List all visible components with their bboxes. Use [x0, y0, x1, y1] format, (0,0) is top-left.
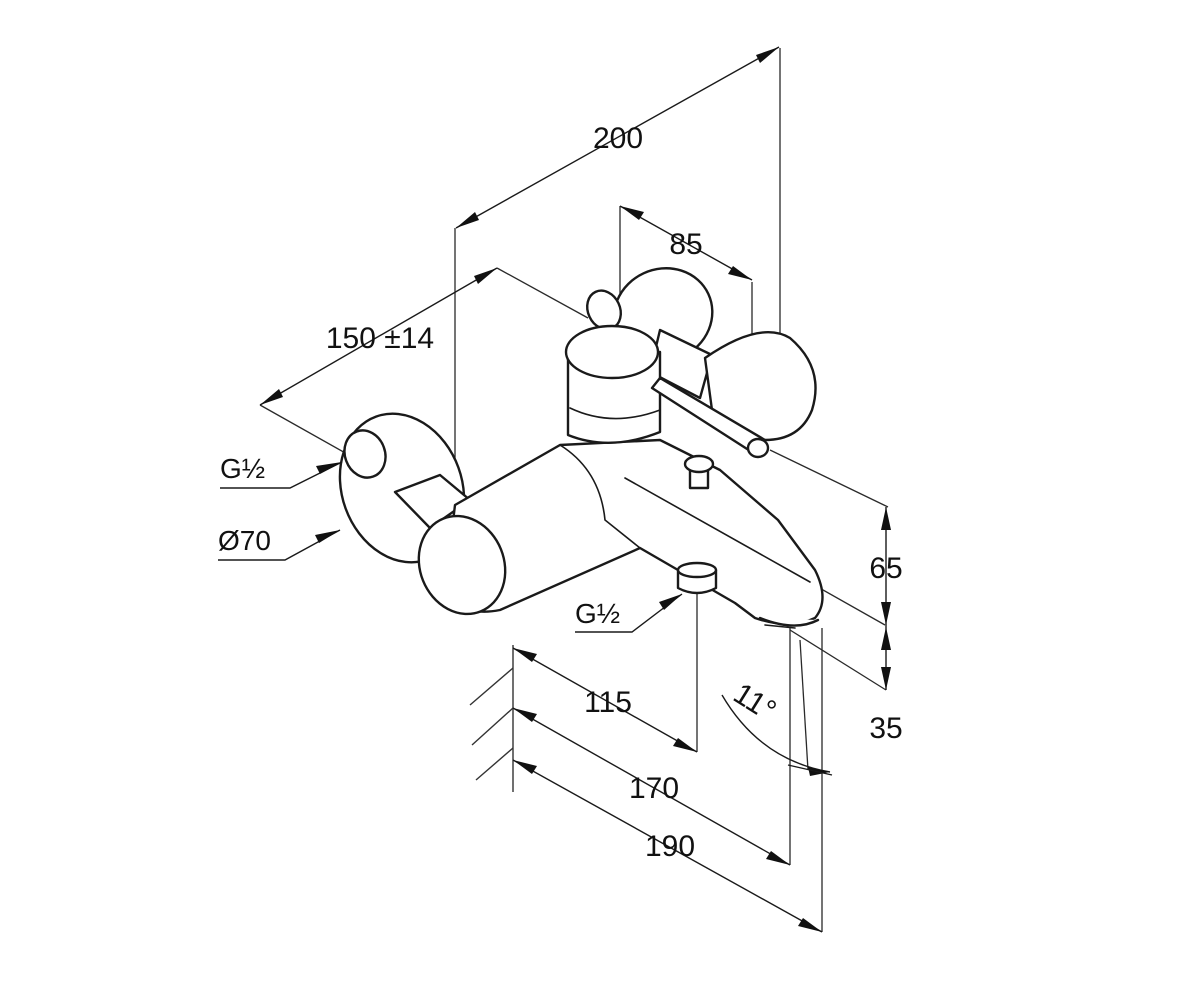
dim-text-11-deg: 11° — [728, 677, 782, 728]
lever-tip — [746, 437, 770, 459]
faucet-body — [338, 267, 824, 629]
label-rosette-diameter: Ø70 — [218, 525, 271, 556]
dim-text-35: 35 — [869, 712, 902, 745]
diverter-knob — [683, 454, 715, 474]
arrow-65-bottom — [881, 602, 891, 625]
cartridge-ring — [569, 407, 661, 420]
dim-line-200 — [455, 46, 780, 229]
dim-text-115: 115 — [584, 686, 632, 719]
cartridge-top — [564, 324, 660, 380]
dim-text-200: 200 — [593, 122, 643, 155]
spout-edge — [624, 477, 811, 583]
dim-text-150: 150 ±14 — [326, 322, 434, 355]
arrow-85-left — [620, 206, 644, 220]
dim-line-115 — [512, 647, 698, 753]
aerator — [764, 624, 796, 629]
arrow-115-right — [673, 738, 697, 752]
dimension-texts: 200 85 150 ±14 65 35 115 170 190 11° G½ … — [218, 122, 903, 863]
dim-text-65: 65 — [869, 552, 902, 585]
arrow-inlet-thread — [316, 462, 342, 474]
arrow-170-left — [513, 708, 537, 722]
arrow-65-top — [881, 507, 891, 530]
label-outlet-thread: G½ — [575, 598, 620, 629]
angle-ref-line — [787, 764, 833, 776]
arrow-190-left — [513, 760, 537, 774]
arrow-35-top — [881, 627, 891, 650]
wall-hatch — [469, 645, 514, 792]
label-inlet-thread: G½ — [220, 453, 265, 484]
dim-text-85: 85 — [669, 228, 702, 261]
arrow-200-left — [456, 212, 479, 228]
arrow-200-right — [756, 47, 779, 63]
end-cap-left — [417, 514, 507, 616]
dim-text-190: 190 — [645, 830, 695, 863]
arrow-190-right — [798, 918, 822, 932]
arrow-35-bottom — [881, 667, 891, 690]
dim-line-150 — [259, 267, 498, 406]
dimension-lines — [218, 46, 891, 933]
dim-line-190 — [512, 759, 823, 933]
diverter-lever — [650, 376, 767, 458]
arrow-115-left — [513, 648, 537, 662]
outlet-nut-top — [676, 561, 718, 579]
arrow-150-right — [474, 268, 497, 284]
arrow-170-right — [766, 851, 790, 865]
body-contour — [559, 444, 641, 549]
spout-tip — [758, 616, 820, 627]
extension-lines — [259, 48, 889, 932]
dim-line-85 — [619, 205, 753, 281]
dim-line-170 — [512, 707, 791, 866]
dim-text-170: 170 — [629, 772, 679, 805]
arrow-rosette-diameter — [315, 530, 340, 543]
arrow-150-left — [260, 389, 283, 405]
arrow-outlet-thread — [659, 594, 682, 610]
inlet-nut-left — [343, 429, 387, 479]
main-body — [443, 438, 824, 626]
arrow-85-right — [728, 266, 752, 280]
